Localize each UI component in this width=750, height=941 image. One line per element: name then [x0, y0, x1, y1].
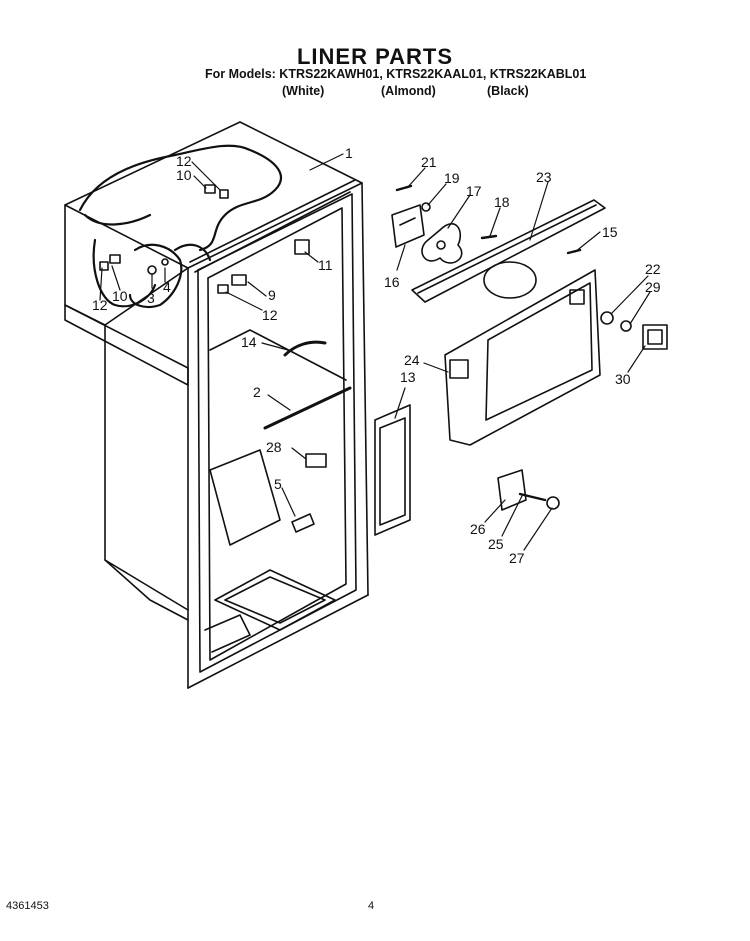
callout-16: 16 — [384, 274, 400, 290]
callout-11: 11 — [318, 257, 333, 273]
callout-12-mid: 12 — [262, 307, 278, 323]
cover-part-24 — [444, 269, 601, 446]
part-19 — [421, 202, 431, 212]
floor-step — [204, 614, 251, 653]
top-wiring-loop — [78, 144, 282, 252]
callout-4: 4 — [163, 279, 171, 295]
side-wiring-loop — [92, 238, 157, 308]
document-number: 4361453 — [6, 900, 49, 912]
cover-part-24-recess — [485, 282, 593, 421]
duct-part-23-line — [417, 204, 597, 294]
cabinet-opening — [207, 207, 347, 661]
part-25-shaft — [518, 492, 547, 502]
inner-shelf-line — [209, 329, 347, 381]
callout-29: 29 — [645, 279, 661, 295]
callout-30: 30 — [615, 371, 631, 387]
part-30-light-cover — [642, 324, 668, 350]
part-14-tube — [283, 340, 327, 357]
fan-hub — [436, 240, 446, 250]
color-white-label: (White) — [282, 84, 325, 98]
part-2-bar — [263, 386, 352, 430]
callout-28: 28 — [266, 439, 282, 455]
callout-21: 21 — [421, 154, 437, 170]
page-number: 4 — [368, 900, 375, 912]
cabinet-base-left — [104, 559, 189, 621]
part-12-upper — [219, 189, 229, 199]
part-13-panel-inner — [379, 417, 406, 526]
part-10-lower — [109, 254, 121, 264]
page-title: LINER PARTS — [296, 44, 454, 69]
cabinet-lower-side — [104, 324, 189, 611]
part-29-bulb — [620, 320, 632, 332]
part-15-screw — [566, 248, 582, 255]
color-black-label: (Black) — [487, 84, 529, 98]
callout-24: 24 — [404, 352, 420, 368]
top-channel — [189, 179, 356, 263]
callout-12-upper: 12 — [176, 153, 192, 169]
side-wiring-loop-3 — [173, 243, 212, 262]
cover-slot-right — [569, 289, 585, 305]
fan-blade-part-17 — [421, 223, 463, 264]
cabinet-bottom-edge — [187, 594, 369, 689]
callout-1: 1 — [345, 145, 353, 161]
model-list: For Models: KTRS22KAWH01, KTRS22KAAL01, … — [205, 67, 587, 81]
part-4 — [161, 258, 169, 266]
callout-23: 23 — [536, 169, 552, 185]
part-3 — [147, 265, 157, 275]
part-10-upper — [204, 184, 216, 194]
callout-19: 19 — [444, 170, 460, 186]
part-30-light-lens — [647, 329, 663, 345]
callout-25: 25 — [488, 536, 504, 552]
cabinet-top — [64, 121, 363, 269]
callout-26: 26 — [470, 521, 486, 537]
part-5-clip — [291, 513, 315, 533]
part-27-knob — [546, 496, 560, 510]
callout-27: 27 — [509, 550, 525, 566]
color-almond-label: (Almond) — [381, 84, 436, 98]
part-13-panel — [374, 404, 411, 536]
part-18-screw — [480, 234, 498, 240]
leader-lines — [99, 153, 651, 551]
floor-panel — [214, 569, 336, 631]
fan-motor-detail — [399, 217, 416, 226]
part-12-mid — [217, 284, 229, 294]
callout-12-lower: 12 — [92, 297, 108, 313]
callout-2: 2 — [253, 384, 261, 400]
cover-slot-left — [449, 359, 469, 379]
callout-15: 15 — [602, 224, 618, 240]
callout-18: 18 — [494, 194, 510, 210]
duct-opening — [483, 261, 537, 299]
inner-compartment — [209, 449, 281, 546]
cabinet-band — [64, 304, 189, 386]
callout-17: 17 — [466, 183, 482, 199]
fan-motor-part-16 — [391, 204, 425, 248]
callout-10-lower: 10 — [112, 288, 128, 304]
callout-13: 13 — [400, 369, 416, 385]
callout-5: 5 — [274, 476, 282, 492]
cabinet-right-edge — [361, 182, 369, 596]
top-wiring-loop-2 — [83, 213, 152, 226]
top-channel-inner — [194, 191, 351, 273]
part-11 — [294, 239, 310, 255]
part-22-socket — [600, 311, 614, 325]
part-9 — [231, 274, 247, 286]
part-28-block — [305, 453, 327, 468]
liner-cabinet — [64, 121, 369, 689]
floor-panel-inner — [224, 576, 326, 624]
callout-9: 9 — [268, 287, 276, 303]
part-26-plate — [497, 469, 527, 511]
callout-22: 22 — [645, 261, 661, 277]
callout-10-upper: 10 — [176, 167, 192, 183]
callout-3: 3 — [147, 290, 155, 306]
cabinet-front-flange — [197, 193, 357, 673]
callout-14: 14 — [241, 334, 257, 350]
side-wiring-loop-2 — [128, 243, 183, 309]
part-12-lower — [99, 261, 109, 271]
